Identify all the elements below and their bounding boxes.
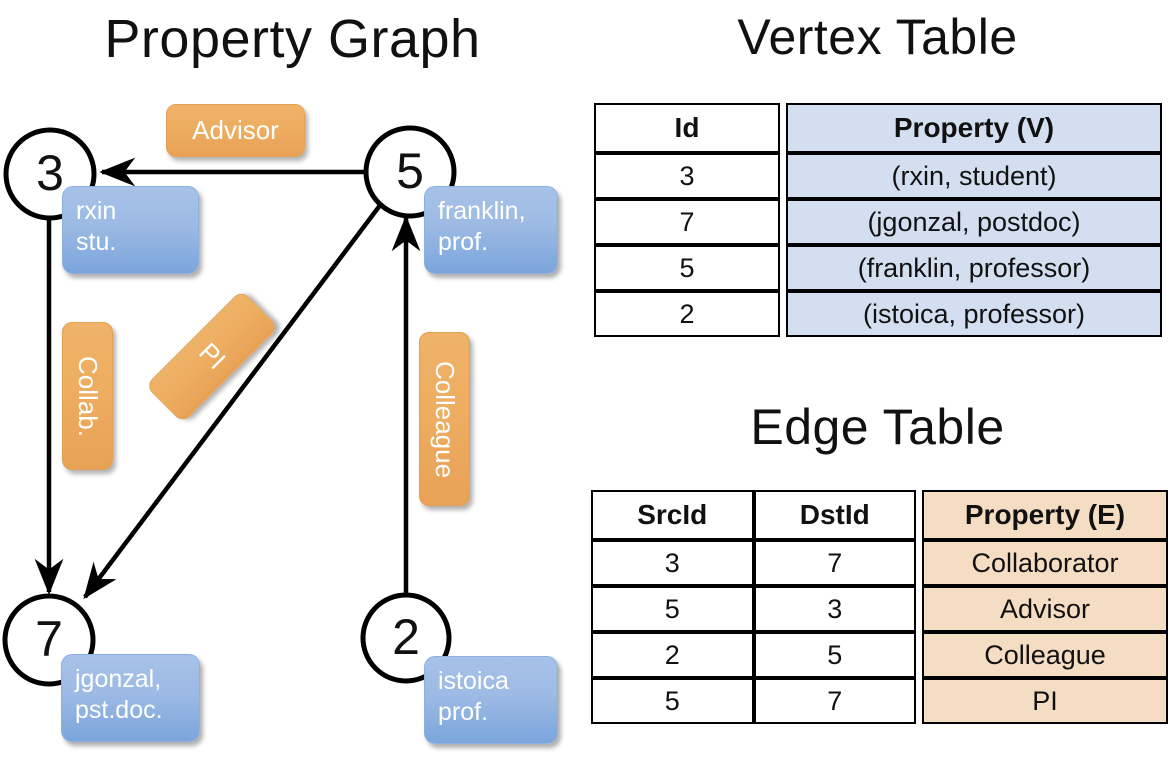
- graph-node-label-7: 7: [35, 611, 63, 667]
- edge-table-cell-srcid: 5: [591, 678, 754, 724]
- table-row[interactable]: (jgonzal, postdoc): [786, 199, 1162, 245]
- edge-table-cell-dstid: 7: [753, 540, 916, 586]
- table-row[interactable]: (istoica, professor): [786, 291, 1162, 337]
- vertex-property-box-7: jgonzal, pst.doc.: [61, 654, 200, 742]
- table-row[interactable]: Collaborator: [922, 540, 1168, 586]
- table-row[interactable]: 3 7: [591, 540, 916, 586]
- edge-table-header-srcid: SrcId: [591, 490, 754, 540]
- vertex-table-cell-id: 3: [594, 153, 780, 199]
- vertex-property-box-5-line1: franklin,: [438, 197, 526, 225]
- vertex-table-cell-id: 2: [594, 291, 780, 337]
- vertex-table-cell-property: (rxin, student): [786, 153, 1162, 199]
- vertex-property-box-5-line2: prof.: [438, 227, 489, 256]
- vertex-table-property-column: Property (V) (rxin, student) (jgonzal, p…: [786, 103, 1162, 337]
- vertex-property-box-7-line2: pst.doc.: [75, 695, 163, 724]
- page-title-edge-table: Edge Table: [750, 399, 1005, 455]
- table-row[interactable]: 7: [594, 199, 780, 245]
- vertex-table-cell-id: 5: [594, 245, 780, 291]
- graph-node-label-5: 5: [396, 143, 424, 199]
- edge-table-header-dstid: DstId: [753, 490, 916, 540]
- edge-table-cell-property: Advisor: [922, 586, 1168, 632]
- table-row[interactable]: 5 3: [591, 586, 916, 632]
- vertex-property-box-3-line1: rxin: [76, 197, 117, 225]
- table-row[interactable]: Colleague: [922, 632, 1168, 678]
- edge-table-cell-srcid: 5: [591, 586, 754, 632]
- edge-label-box-colleague: Colleague: [419, 332, 470, 506]
- graph-node-label-2: 2: [392, 609, 420, 665]
- edge-table-header-property: Property (E): [922, 490, 1168, 540]
- edge-table-cell-srcid: 3: [591, 540, 754, 586]
- table-header-row: SrcId DstId: [591, 490, 916, 540]
- vertex-property-box-3: rxin stu.: [62, 186, 199, 274]
- vertex-table-cell-property: (jgonzal, postdoc): [786, 199, 1162, 245]
- vertex-property-box-2: istoica prof.: [424, 656, 558, 744]
- vertex-property-box-5: franklin, prof.: [424, 186, 558, 274]
- vertex-table-cell-id: 7: [594, 199, 780, 245]
- edge-table-id-columns: SrcId DstId 3 7 5 3 2 5 5 7: [591, 490, 916, 724]
- vertex-table-cell-property: (istoica, professor): [786, 291, 1162, 337]
- vertex-property-box-3-line2: stu.: [76, 227, 117, 256]
- table-row[interactable]: (franklin, professor): [786, 245, 1162, 291]
- edge-table-cell-property: PI: [922, 678, 1168, 724]
- table-row[interactable]: 5: [594, 245, 780, 291]
- table-header-row: Property (E): [922, 490, 1168, 540]
- vertex-table-header-property: Property (V): [786, 103, 1162, 153]
- edge-table-cell-property: Collaborator: [922, 540, 1168, 586]
- edge-label-box-advisor: Advisor: [166, 104, 305, 157]
- edge-label-box-collab: Collab.: [62, 322, 113, 470]
- table-row[interactable]: 3: [594, 153, 780, 199]
- edge-table-cell-property: Colleague: [922, 632, 1168, 678]
- table-header-row: Id: [594, 103, 780, 153]
- vertex-table-header-id: Id: [594, 103, 780, 153]
- table-row[interactable]: Advisor: [922, 586, 1168, 632]
- table-row[interactable]: PI: [922, 678, 1168, 724]
- page-title-property-graph: Property Graph: [104, 9, 481, 69]
- table-row[interactable]: 5 7: [591, 678, 916, 724]
- vertex-table-cell-property: (franklin, professor): [786, 245, 1162, 291]
- edge-table-cell-srcid: 2: [591, 632, 754, 678]
- edge-table-cell-dstid: 7: [753, 678, 916, 724]
- edge-table-cell-dstid: 3: [753, 586, 916, 632]
- graph-node-label-3: 3: [36, 145, 64, 201]
- edge-label-pi: PI: [193, 336, 232, 376]
- edge-label-colleague: Colleague: [430, 360, 460, 478]
- edge-table-property-column: Property (E) Collaborator Advisor Collea…: [922, 490, 1168, 724]
- table-row[interactable]: 2 5: [591, 632, 916, 678]
- table-header-row: Property (V): [786, 103, 1162, 153]
- edge-label-collab: Collab.: [73, 355, 103, 437]
- vertex-property-box-2-line1: istoica: [438, 667, 509, 695]
- edge-label-advisor: Advisor: [192, 115, 279, 145]
- edge-table-cell-dstid: 5: [753, 632, 916, 678]
- vertex-property-box-2-line2: prof.: [438, 697, 489, 726]
- table-row[interactable]: (rxin, student): [786, 153, 1162, 199]
- page-title-vertex-table: Vertex Table: [737, 9, 1018, 65]
- vertex-property-box-7-line1: jgonzal,: [75, 665, 162, 693]
- vertex-table-id-column: Id 3 7 5 2: [594, 103, 780, 337]
- table-row[interactable]: 2: [594, 291, 780, 337]
- edge-line-5-to-7: [83, 202, 383, 600]
